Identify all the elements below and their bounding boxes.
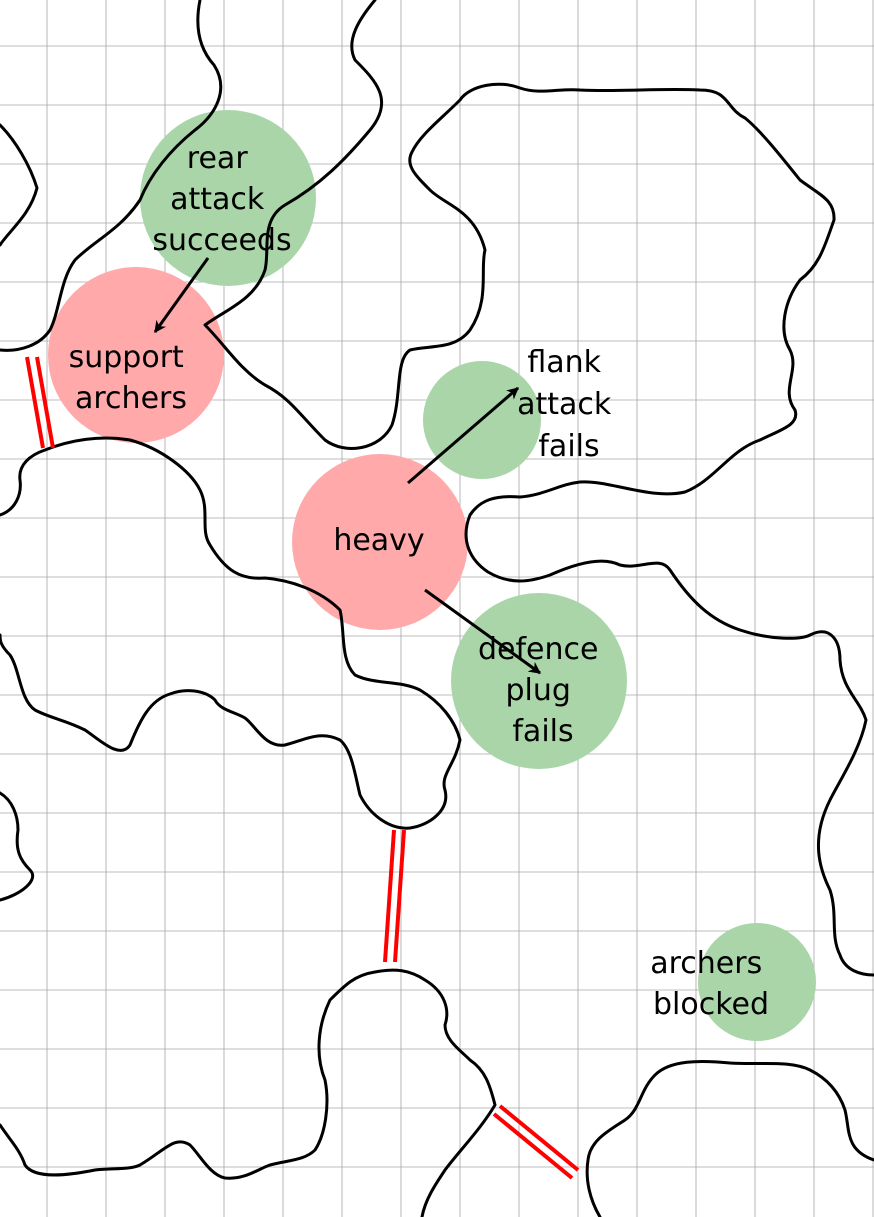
flank-attack-label: flank attack fails: [517, 345, 621, 464]
heavy-disc: [292, 454, 468, 630]
bridge-south: [383, 829, 406, 963]
rear-attack-line-2: attack: [170, 182, 265, 217]
border-bottom-left-island: [0, 791, 34, 902]
archers-blocked-label: archers blocked: [650, 946, 772, 1022]
flank-attack-line-1: flank: [527, 345, 601, 380]
support-archers-disc: [48, 267, 224, 443]
border-bottom-right: [585, 1059, 874, 1217]
border-top-left-region: [0, 0, 223, 352]
support-archers-line-2: archers: [75, 381, 187, 416]
rear-attack-line-1: rear: [187, 141, 249, 176]
defence-plug-line-1: defence: [478, 632, 598, 667]
border-bottom-middle: [0, 968, 497, 1217]
archers-blocked-disc: [698, 923, 816, 1041]
flank-attack-line-2: attack: [517, 387, 612, 422]
arrow-heavy-to-flank: [407, 386, 519, 485]
border-top-left: [0, 123, 39, 247]
border-top-middle: [203, 0, 874, 977]
defence-plug-line-2: plug: [506, 673, 571, 708]
arrow-heavy-to-defence: [424, 588, 541, 675]
heavy-line-1: heavy: [333, 523, 424, 558]
rear-attack-label: rear attack succeeds: [152, 141, 291, 258]
flank-attack-line-3: fails: [538, 429, 599, 464]
rear-attack-line-3: succeeds: [152, 223, 291, 258]
defence-plug-label: defence plug fails: [478, 632, 608, 749]
rear-attack-disc: [140, 110, 316, 286]
arrow-rear-to-support: [153, 257, 210, 333]
bridge-southeast: [492, 1104, 580, 1180]
defence-plug-line-3: fails: [512, 714, 573, 749]
support-archers-label: support archers: [69, 340, 194, 416]
border-middle-left: [0, 436, 462, 830]
archers-blocked-line-1: archers: [650, 946, 762, 981]
support-archers-line-1: support: [69, 340, 184, 375]
bridge-west: [25, 356, 55, 449]
defence-plug-disc: [451, 593, 627, 769]
heavy-label: heavy: [333, 523, 424, 558]
archers-blocked-line-2: blocked: [653, 987, 769, 1022]
